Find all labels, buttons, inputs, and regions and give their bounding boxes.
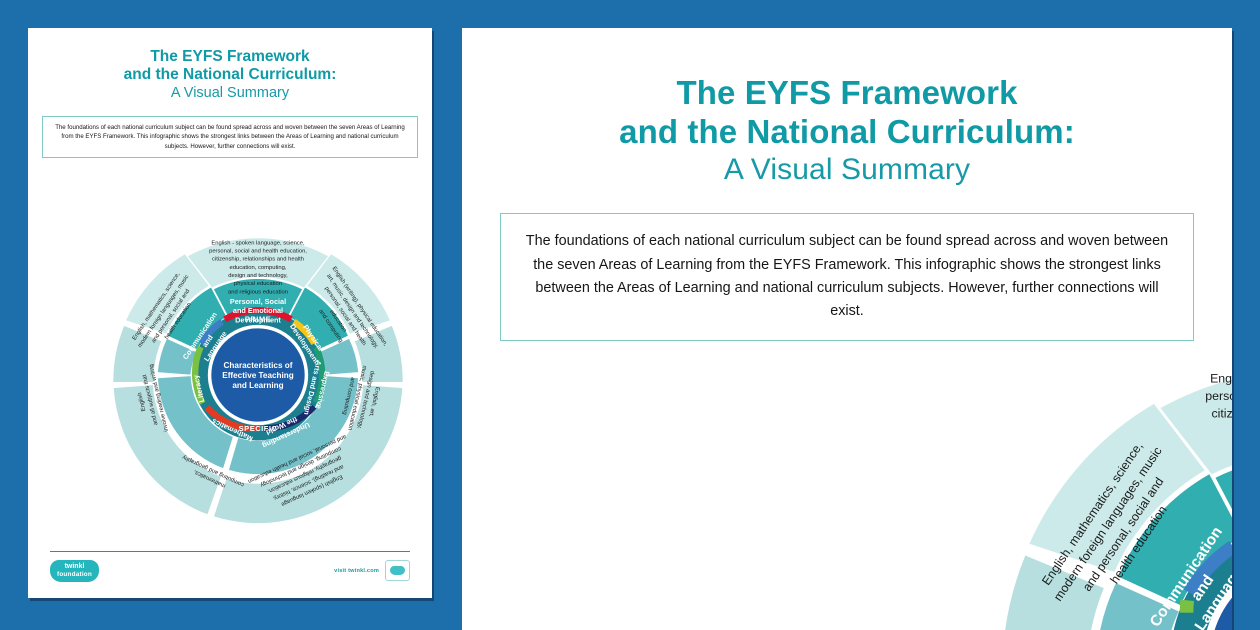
subj-psed-3: education, computing, — [229, 265, 286, 271]
twinkl-logo-line1: twinkl — [64, 562, 85, 570]
wheel-arc-colors-preview — [1179, 540, 1232, 613]
subj-psed-5: physical education — [234, 281, 282, 287]
twinkl-badge-icon — [385, 560, 410, 582]
subj-psed-2: citizenship, relationships and health — [212, 257, 304, 263]
wheel-outer-ring — [113, 238, 403, 524]
wheel-middle-ring-preview — [1100, 470, 1232, 630]
page-footer: twinkl foundation visit twinkl.com — [50, 550, 410, 582]
wheel-group-ring-preview — [1173, 540, 1232, 630]
wheel-center-text: Characteristics of Effective Teaching an… — [222, 361, 293, 390]
visit-link[interactable]: visit twinkl.com — [334, 567, 379, 574]
subj-psed-4: design and technology, — [228, 273, 288, 279]
ring-label-prime: PRIME — [245, 314, 271, 323]
preview-intro-text-box: The foundations of each national curricu… — [500, 213, 1194, 341]
wheel-outer-ring-preview — [1005, 379, 1232, 630]
twinkl-logo[interactable]: twinkl foundation — [50, 559, 100, 582]
center-line2: Effective Teaching — [222, 371, 293, 380]
page-title: The EYFS Framework and the National Curr… — [28, 48, 432, 102]
intro-text-box: The foundations of each national curricu… — [42, 115, 418, 158]
subj-psed-6: and religious education — [228, 289, 288, 295]
subj-lit-0: English — [137, 392, 147, 412]
document-page-preview[interactable]: The EYFS Framework and the National Curr… — [462, 28, 1232, 630]
page-title-line1: The EYFS Framework — [150, 48, 310, 65]
ring-label-specific: SPECIFIC — [239, 424, 278, 433]
wheel-group-ring — [191, 307, 326, 441]
preview-title-line3: A Visual Summary — [723, 152, 971, 186]
area-label-psed-2: Development — [235, 316, 281, 325]
page-title-line2: and the National Curriculum: — [123, 66, 337, 84]
preview-title-line1: The EYFS Framework — [676, 74, 1018, 111]
page-title-line3: A Visual Summary — [170, 84, 290, 101]
wheel-ring-labels: PRIME SPECIFIC — [239, 314, 278, 433]
subj-psed-2-preview: citizenship, relationships and health — [1211, 406, 1232, 420]
area-label-psed-1: and Emotional — [233, 306, 283, 315]
preview-title-line2: and the National Curriculum: — [619, 112, 1075, 150]
wheel-arc-colors — [191, 307, 326, 432]
wheel-middle-ring — [157, 278, 359, 475]
eyfs-wheel-preview[interactable]: PRIME Characteristics of Personal, Socia… — [938, 306, 1232, 630]
document-page-thumbnail[interactable]: The EYFS Framework and the National Curr… — [28, 28, 432, 598]
preview-title: The EYFS Framework and the National Curr… — [462, 74, 1232, 187]
subj-psed-0: English - spoken language, science, — [211, 240, 305, 246]
center-line3: and Learning — [232, 381, 283, 390]
twinkl-logo-line2: foundation — [57, 570, 93, 578]
subj-psed-1-preview: personal, social and health education, — [1205, 389, 1232, 403]
eyfs-wheel-thumbnail[interactable]: PRIME SPECIFIC Characteristics of Effect… — [64, 200, 432, 550]
center-line1: Characteristics of — [224, 361, 293, 370]
subj-psed-0-preview: English - spoken language, science, — [1210, 372, 1232, 386]
footer-visit-group[interactable]: visit twinkl.com — [334, 560, 410, 582]
subj-psed-1: personal, social and health education, — [209, 249, 307, 255]
area-label-psed-0: Personal, Social — [230, 297, 286, 306]
